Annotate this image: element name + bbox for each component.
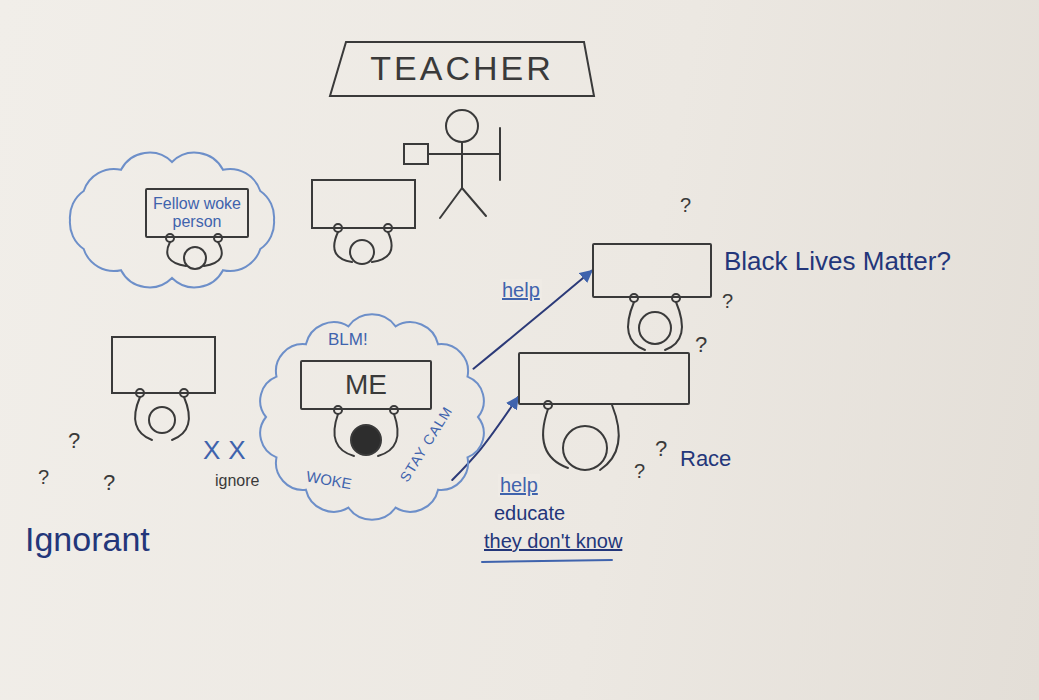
student-head (350, 240, 374, 264)
question-mark: ? (655, 436, 667, 461)
question-mark: ? (68, 428, 80, 453)
question-heading: Black Lives Matter? (724, 247, 951, 277)
cloud-text: WOKE (305, 468, 353, 493)
cloud-text: BLM! (328, 330, 368, 350)
student-hand (544, 401, 552, 409)
desk-box (112, 337, 215, 393)
arrow-label: help (500, 279, 542, 302)
me-head (351, 425, 381, 455)
sign-text: TEACHER (370, 49, 553, 88)
note-text: ignore (215, 472, 259, 490)
student-head (149, 407, 175, 433)
student-arm (167, 242, 186, 266)
arrow-label: help (498, 474, 540, 497)
teacher-leg (462, 188, 486, 216)
teacher-figure (404, 110, 500, 218)
desk-text: ME (345, 369, 387, 401)
student-arm (543, 409, 568, 468)
desk-box: Black Lives Matter? (592, 243, 712, 298)
note-text: educate (494, 502, 565, 525)
desk-box: Race (518, 352, 690, 405)
question-mark: ? (680, 194, 691, 217)
teacher-sign: TEACHER (328, 40, 596, 98)
desk-box (312, 180, 415, 228)
teacher-arms (428, 153, 500, 155)
student-head (184, 247, 206, 269)
student-arm (628, 302, 645, 350)
student-arm (204, 242, 222, 266)
student-hand (214, 234, 222, 242)
student-head (563, 426, 607, 470)
student-hand (390, 406, 398, 414)
student-arm (172, 397, 189, 440)
question-mark: ? (634, 460, 645, 483)
teacher-book (404, 144, 428, 164)
student-hand (166, 234, 174, 242)
student-hand (630, 294, 638, 302)
topic-text: Race (680, 446, 731, 471)
note-text: they don't know (484, 530, 622, 553)
teacher-leg (440, 188, 462, 218)
cloud-text: STAY CALM (396, 403, 455, 484)
question-mark: ? (722, 290, 733, 313)
student-hand (334, 406, 342, 414)
cross-marks: XX (203, 436, 254, 466)
desk-box: ME (300, 360, 432, 410)
question-mark: ? (103, 470, 115, 495)
thought-cloud-outline (70, 153, 274, 288)
question-mark: ? (695, 332, 707, 357)
underline-stroke (482, 560, 612, 562)
student-head (639, 312, 671, 344)
cloud-outline (254, 312, 490, 522)
student-hand (384, 224, 392, 232)
student-hand (136, 389, 144, 397)
ignore-marks (482, 560, 612, 562)
teacher-pointer (499, 128, 501, 180)
cloud-outline (260, 314, 484, 519)
thought-cloud: BLM! WOKE STAY CALM ME (254, 312, 490, 522)
student-hand (334, 224, 342, 232)
student-arm (334, 232, 352, 262)
sign-outline (330, 42, 594, 96)
student-arm (135, 397, 152, 440)
student-hand (672, 294, 680, 302)
note-text: Ignorant (25, 520, 150, 559)
student-arm (600, 405, 619, 470)
question-mark: ? (38, 466, 49, 489)
student-arm (334, 414, 354, 456)
student-arm (372, 232, 392, 262)
desk-text: Fellow woke person (147, 195, 247, 232)
student-arm (378, 414, 398, 456)
student-arm (665, 302, 682, 350)
teacher-body (461, 142, 463, 188)
student-hand (180, 389, 188, 397)
desk-box: Fellow woke person (145, 188, 249, 238)
arrow-connector (452, 397, 518, 480)
teacher-head (446, 110, 478, 142)
